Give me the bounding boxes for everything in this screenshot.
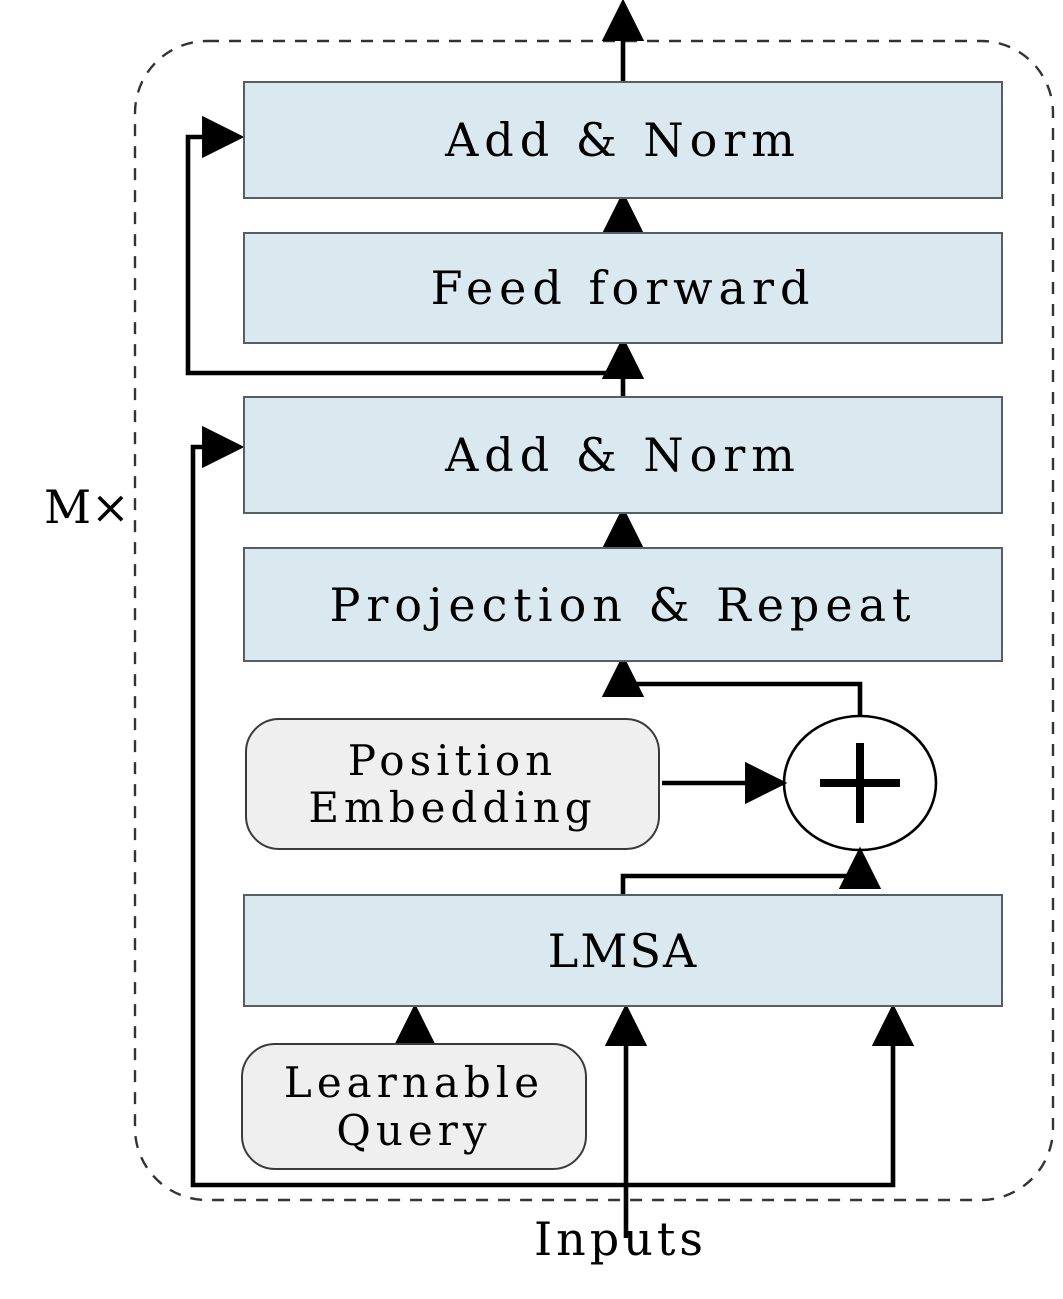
inputs-label: Inputs xyxy=(534,1212,707,1266)
block-lmsa[interactable]: LMSA xyxy=(243,894,1003,1007)
block-lmsa-label: LMSA xyxy=(547,923,699,978)
repeat-block-dashed-border xyxy=(133,39,1055,1202)
block-projection-repeat[interactable]: Projection & Repeat xyxy=(243,547,1003,662)
block-learnable-query[interactable]: Learnable Query xyxy=(241,1043,587,1170)
edge-inputs-residual-to-addnormmid xyxy=(190,425,626,1188)
block-feed-forward-label: Feed forward xyxy=(430,261,816,315)
block-add-norm-mid-label: Add & Norm xyxy=(445,428,801,482)
position-embedding-label-line1: Position xyxy=(347,735,558,785)
learnable-query-label-line1: Learnable xyxy=(283,1058,545,1108)
edge-add-to-projection xyxy=(601,654,863,717)
position-embedding-label-line2: Embedding xyxy=(308,783,597,832)
block-position-embedding[interactable]: Position Embedding xyxy=(245,718,660,850)
repeat-count-label: M× xyxy=(44,480,130,534)
edge-inputs-to-lmsa-right xyxy=(626,1003,915,1188)
edge-lmsa-to-add xyxy=(620,846,882,894)
block-projection-repeat-label: Projection & Repeat xyxy=(329,577,917,632)
block-add-norm-mid[interactable]: Add & Norm xyxy=(243,396,1003,514)
block-add-norm-top[interactable]: Add & Norm xyxy=(243,81,1003,199)
block-feed-forward[interactable]: Feed forward xyxy=(243,232,1003,344)
edge-residual-top xyxy=(185,115,623,376)
block-add-norm-top-label: Add & Norm xyxy=(445,113,801,167)
learnable-query-label-line2: Query xyxy=(336,1105,492,1155)
